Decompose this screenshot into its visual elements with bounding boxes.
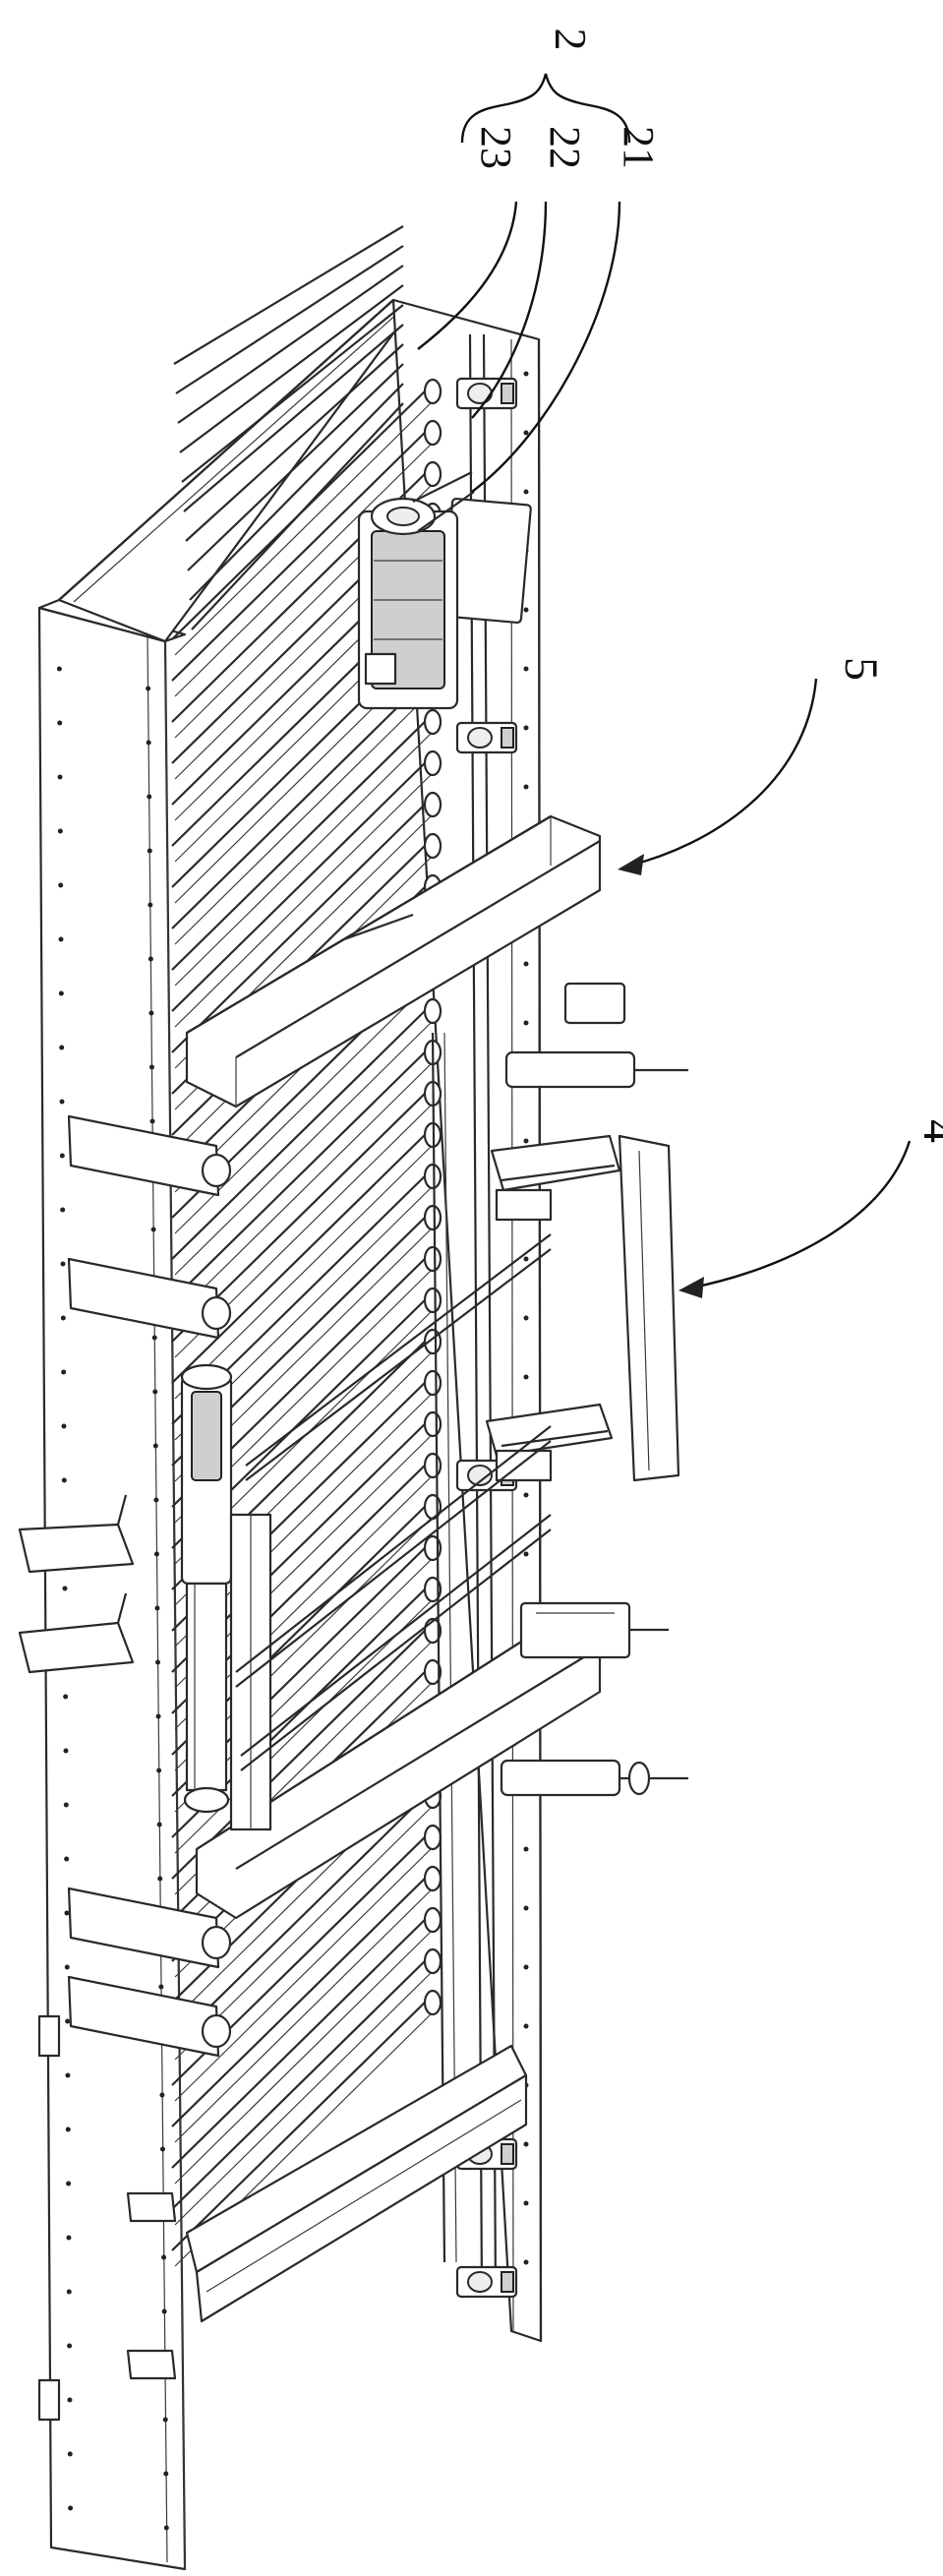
roller [171,749,442,1028]
roller [171,708,442,987]
roller [171,1865,442,2143]
roller [171,419,442,697]
bearing-seat [455,2265,518,2299]
left-mounting-brackets [67,1114,232,2058]
roller [191,402,404,630]
roller [185,343,404,542]
reference-label-2: 2 [546,29,596,51]
roller [187,363,404,571]
brace-icon [460,73,631,144]
side-cylinders [500,982,688,1797]
crossbar-frame-5 [185,814,602,1108]
left-side-plate [37,598,187,2571]
lead-screw-shaft [431,333,498,2293]
roller [171,1947,442,2226]
reference-label-23: 23 [472,126,520,169]
roller [171,1039,442,1317]
reference-label-5: 5 [835,657,887,681]
mounting-bracket [67,1257,232,1340]
roller [175,245,404,394]
gripper-frame-4 [485,1134,680,1482]
reference-labels: 2 23 22 21 5 4 [472,29,943,1144]
z-brackets [18,1494,135,1674]
bearing-seat [455,721,518,754]
roller [177,265,404,424]
reference-label-22: 22 [541,126,589,169]
annotations [417,73,912,1298]
mounting-bracket [67,1114,232,1197]
roller [179,284,404,453]
roller [183,324,404,512]
guide-rods [235,1233,552,1771]
mounting-bracket [67,1975,232,2058]
bottom-platform [37,2014,528,2422]
reference-label-21: 21 [615,126,663,169]
leader-arrow-icon [618,854,644,875]
roller [189,383,404,601]
mounting-bracket [67,1887,232,1969]
vertical-cylinder [180,1363,272,1831]
roller [171,997,442,1276]
drive-motor-assembly [357,471,532,710]
roller [173,225,404,365]
roller [181,304,404,483]
bearing-seat [455,377,518,410]
reference-label-4: 4 [914,1119,943,1143]
